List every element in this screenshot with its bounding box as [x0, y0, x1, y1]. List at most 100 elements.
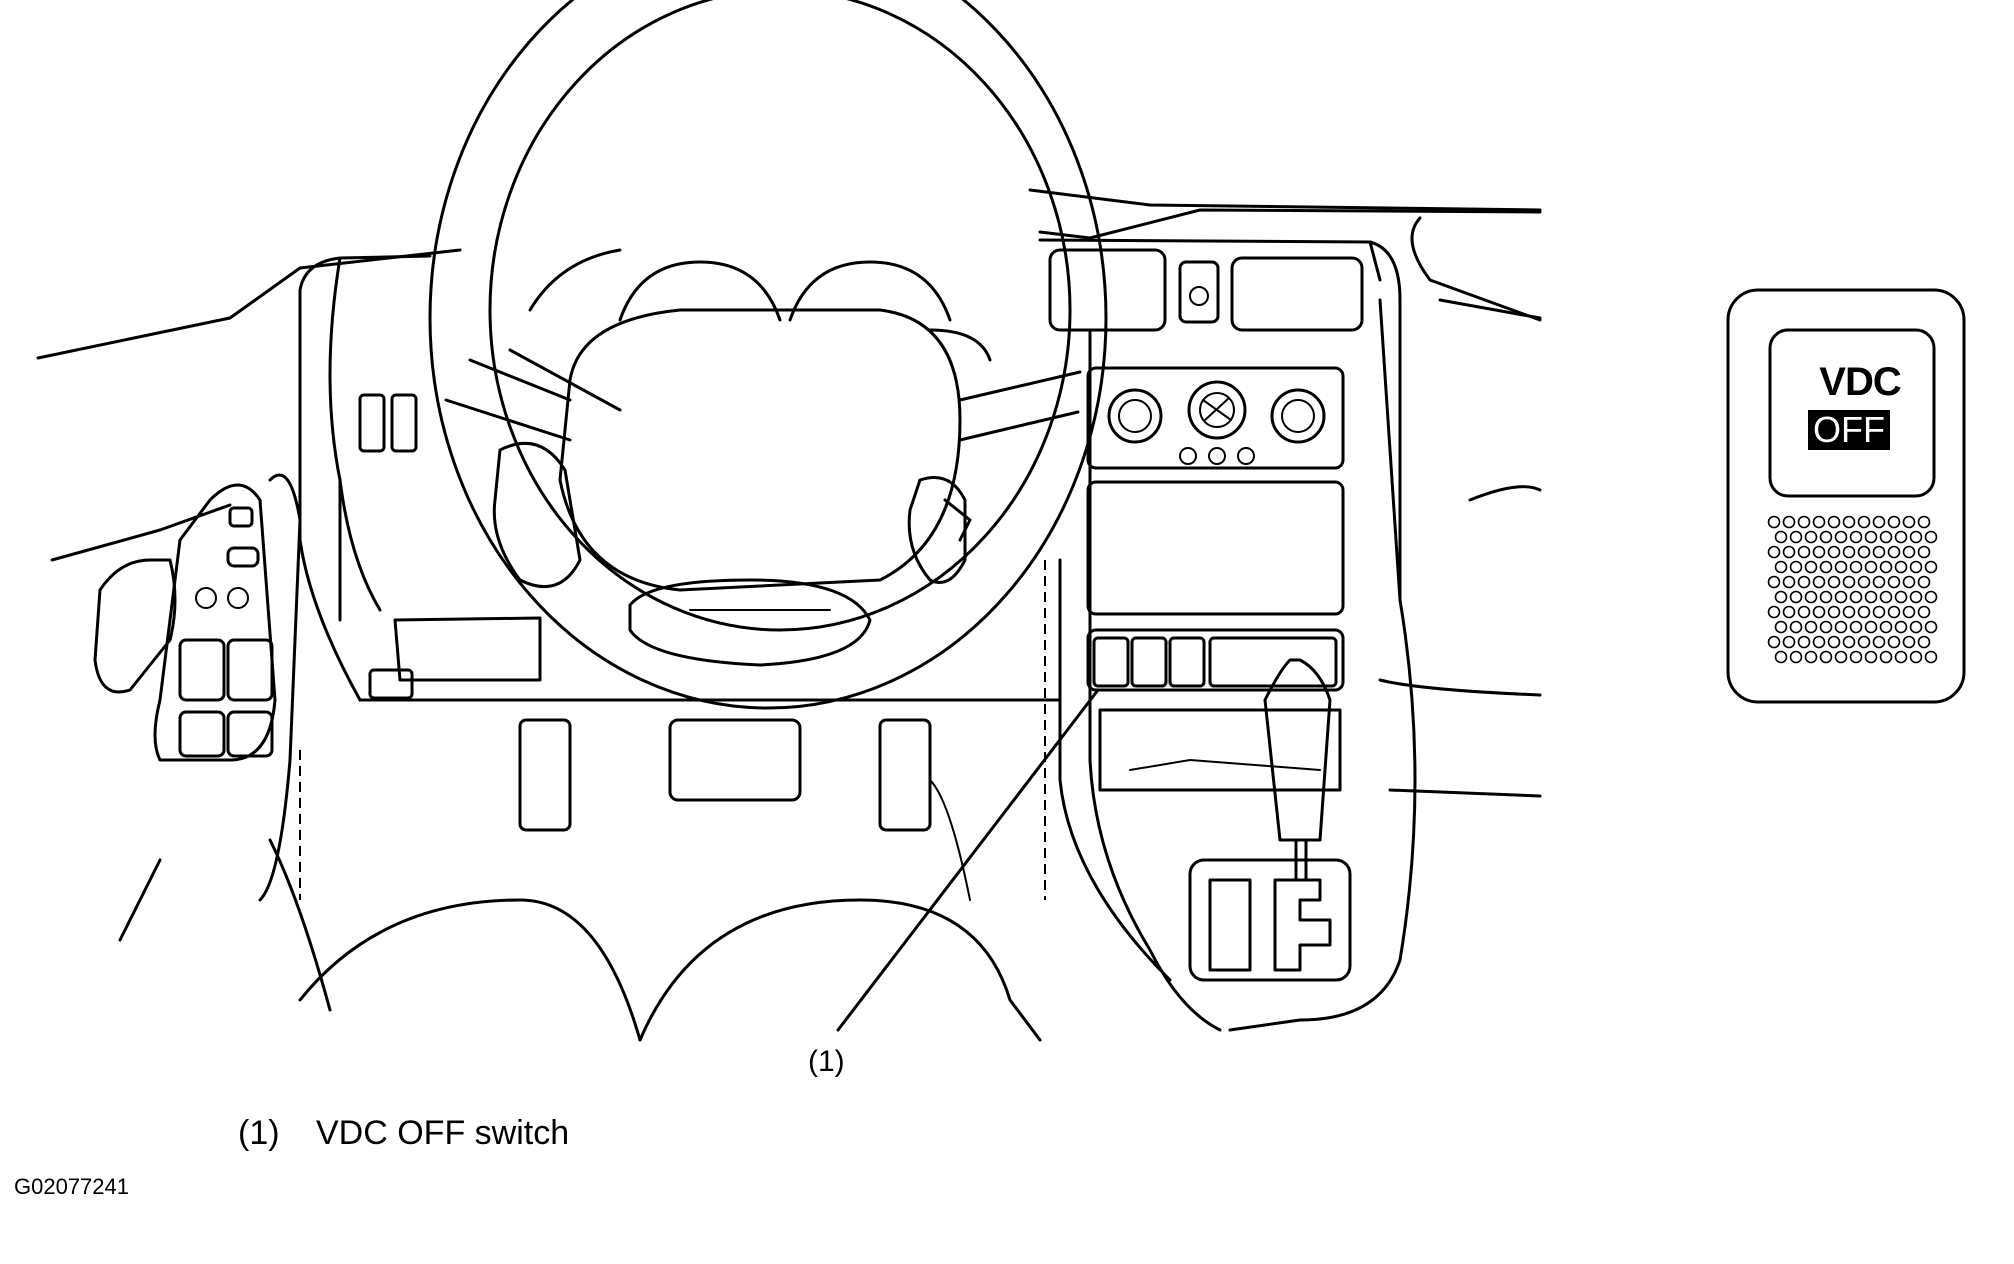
switch-vdc-text: VDC [1819, 360, 1901, 404]
grille-dot [1782, 575, 1796, 589]
grille-dot [1797, 605, 1811, 619]
grille-dot [1864, 590, 1878, 604]
grille-dot [1849, 590, 1863, 604]
grille-dot [1797, 545, 1811, 559]
grille-dot [1864, 620, 1878, 634]
grille-dot [1909, 620, 1923, 634]
grille-dot [1834, 590, 1848, 604]
grille-dot [1789, 620, 1803, 634]
grille-dot [1834, 560, 1848, 574]
door-panel [93, 393, 418, 1012]
grille-dot [1902, 575, 1916, 589]
grille-dot [1887, 515, 1901, 529]
grille-dot [1789, 590, 1803, 604]
grille-dot [1812, 605, 1826, 619]
grille-dot [1774, 620, 1788, 634]
grille-dot [1782, 605, 1796, 619]
grille-dot [1804, 530, 1818, 544]
grille-dot [1849, 530, 1863, 544]
grille-dot [1924, 530, 1938, 544]
grille-dot [1782, 635, 1796, 649]
grille-dot [1917, 575, 1931, 589]
grille-dot [1804, 560, 1818, 574]
grille-dot [1819, 560, 1833, 574]
grille-dot [1894, 560, 1908, 574]
grille-dot [1872, 605, 1886, 619]
grille-dot [1879, 620, 1893, 634]
grille-dot [1849, 560, 1863, 574]
steering-wheel [428, 0, 1108, 710]
grille-dot [1827, 545, 1841, 559]
grille-dot [1842, 635, 1856, 649]
lower-dash [298, 560, 1062, 1042]
grille-dot [1789, 650, 1803, 664]
grille-dot [1812, 635, 1826, 649]
grille-dot [1872, 635, 1886, 649]
figure-id: G02077241 [14, 1174, 129, 1199]
grille-dot [1819, 620, 1833, 634]
grille-dot [1864, 650, 1878, 664]
grille-dot [1902, 515, 1916, 529]
grille-dot [1767, 515, 1781, 529]
grille-dot [1782, 545, 1796, 559]
switch-dot-grille [1767, 515, 1938, 664]
grille-dot [1857, 575, 1871, 589]
grille-dot [1827, 575, 1841, 589]
grille-dot [1909, 590, 1923, 604]
vdc-off-switch-detail [1726, 288, 1966, 704]
grille-dot [1917, 515, 1931, 529]
grille-dot [1857, 545, 1871, 559]
callout-label: (1) [808, 1045, 845, 1078]
grille-dot [1902, 605, 1916, 619]
grille-dot [1902, 635, 1916, 649]
grille-dot [1909, 560, 1923, 574]
grille-dot [1924, 560, 1938, 574]
grille-dot [1827, 635, 1841, 649]
grille-dot [1924, 590, 1938, 604]
grille-dot [1857, 605, 1871, 619]
grille-dot [1924, 620, 1938, 634]
grille-dot [1909, 530, 1923, 544]
grille-dot [1819, 650, 1833, 664]
grille-dot [1774, 560, 1788, 574]
grille-dot [1804, 650, 1818, 664]
grille-dot [1804, 590, 1818, 604]
grille-dot [1789, 560, 1803, 574]
grille-dot [1834, 530, 1848, 544]
grille-dot [1864, 560, 1878, 574]
grille-dot [1879, 650, 1893, 664]
grille-dot [1879, 530, 1893, 544]
grille-dot [1774, 650, 1788, 664]
grille-dot [1894, 650, 1908, 664]
grille-dot [1879, 590, 1893, 604]
grille-dot [1827, 605, 1841, 619]
grille-dot [1887, 635, 1901, 649]
grille-dot [1887, 545, 1901, 559]
grille-dot [1812, 515, 1826, 529]
grille-dot [1804, 620, 1818, 634]
grille-dot [1917, 605, 1931, 619]
grille-dot [1842, 575, 1856, 589]
grille-dot [1767, 575, 1781, 589]
grille-dot [1767, 605, 1781, 619]
grille-dot [1872, 575, 1886, 589]
grille-dot [1909, 650, 1923, 664]
legend-number: (1) [238, 1114, 280, 1152]
grille-dot [1842, 515, 1856, 529]
grille-dot [1894, 620, 1908, 634]
grille-dot [1894, 590, 1908, 604]
callout-leader-line [836, 688, 1100, 1032]
grille-dot [1887, 575, 1901, 589]
grille-dot [1849, 650, 1863, 664]
grille-dot [1887, 605, 1901, 619]
grille-dot [1812, 575, 1826, 589]
grille-dot [1827, 515, 1841, 529]
grille-dot [1767, 545, 1781, 559]
grille-dot [1902, 545, 1916, 559]
grille-dot [1767, 635, 1781, 649]
grille-dot [1842, 545, 1856, 559]
grille-dot [1834, 650, 1848, 664]
grille-dot [1819, 590, 1833, 604]
grille-dot [1797, 515, 1811, 529]
